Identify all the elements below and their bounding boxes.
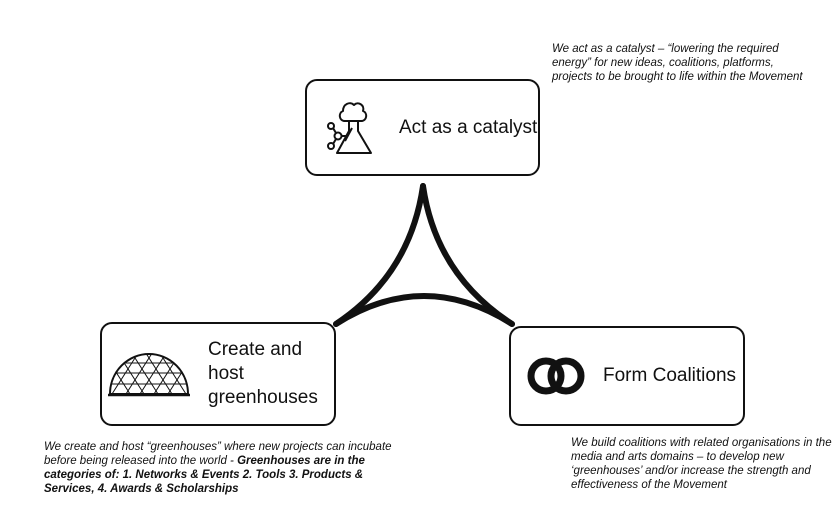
flask-icon xyxy=(327,101,372,154)
coalitions-description: We build coalitions with related organis… xyxy=(571,437,832,491)
node-create-greenhouses: Create and host greenhouses xyxy=(100,322,336,426)
greenhouses-categories: Greenhouses are in the categories of: 1.… xyxy=(44,455,365,495)
greenhouses-description: We create and host “greenhouses” where n… xyxy=(44,440,404,496)
node-form-coalitions: Form Coalitions xyxy=(509,326,745,426)
greenhouses-description-text: We create and host “greenhouses” where n… xyxy=(44,441,392,467)
node-act-as-catalyst: Act as a catalyst xyxy=(305,79,540,176)
geodesic-dome-icon xyxy=(108,353,190,397)
node-label: Create and host greenhouses xyxy=(208,339,318,408)
node-label: Act as a catalyst xyxy=(399,116,538,138)
node-label: Form Coalitions xyxy=(603,365,737,387)
edge-greenhouses-coalitions xyxy=(333,293,515,327)
linked-rings-icon xyxy=(527,357,585,395)
catalyst-description: We act as a catalyst – “lowering the req… xyxy=(552,43,803,83)
